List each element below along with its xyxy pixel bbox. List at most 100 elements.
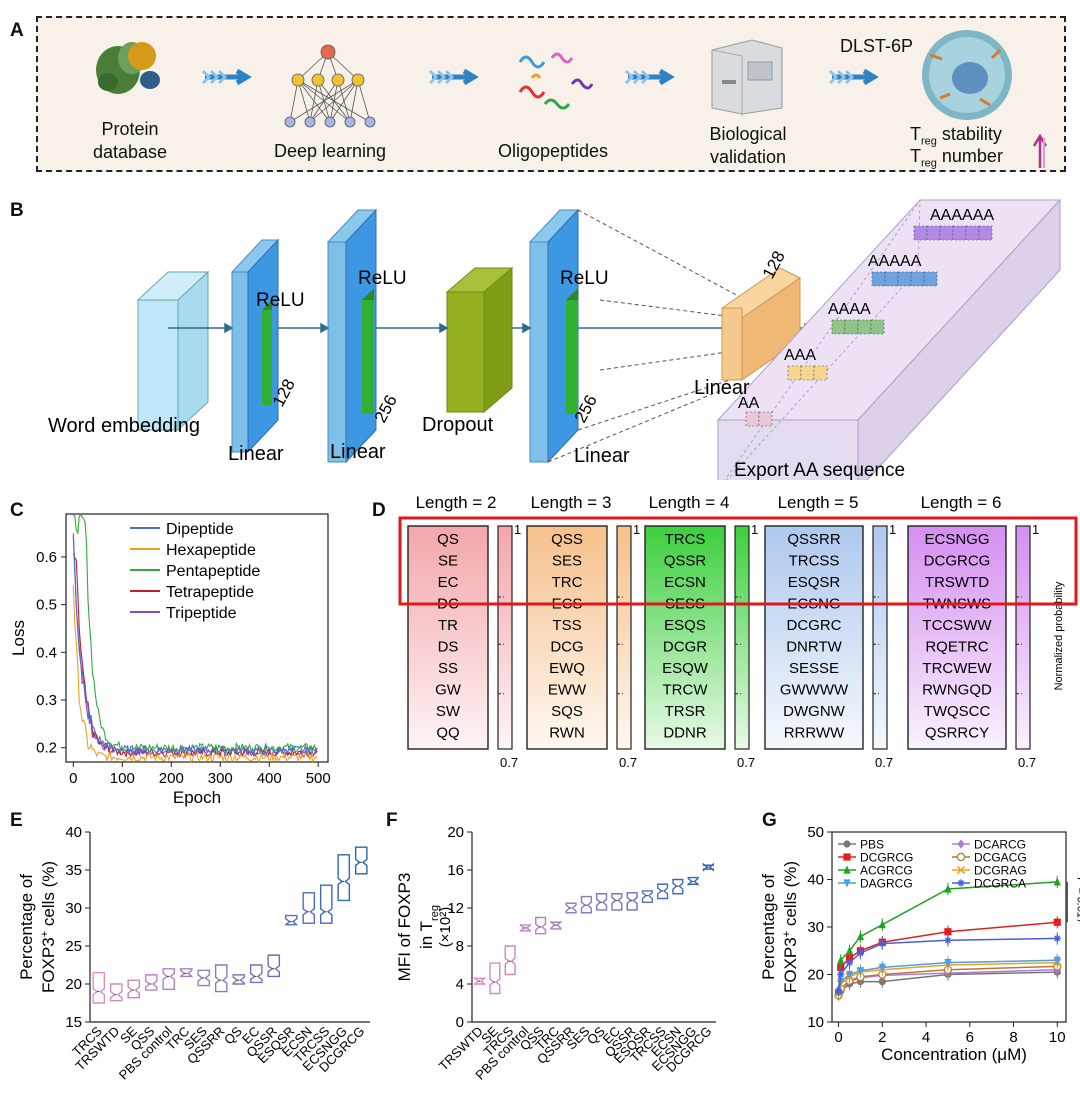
- data-point: [856, 949, 865, 957]
- box-TRCS: [504, 945, 516, 976]
- length-header: Length = 2: [416, 493, 497, 512]
- sequence-item: SS: [438, 660, 458, 677]
- data-point: [957, 839, 965, 849]
- x-axis-label: Concentration (μM): [881, 1045, 1027, 1064]
- box-TRCS: [92, 971, 106, 1004]
- y-tick-label: 20: [447, 824, 464, 841]
- legend-label: DCGACG: [974, 851, 1027, 865]
- box-PBS control: [162, 968, 176, 991]
- x-tick-label: 500: [306, 770, 331, 787]
- legend-label: Dipeptide: [166, 521, 234, 538]
- y-tick-label: 16: [447, 862, 464, 879]
- data-point: [1053, 877, 1061, 886]
- sequence-item: QS: [437, 531, 459, 548]
- scale-min-label: 0.7: [737, 755, 755, 770]
- y-tick-label: 50: [807, 824, 824, 841]
- panel-f-label: F: [386, 810, 398, 831]
- sequence-item: SQS: [551, 703, 583, 720]
- data-point: [944, 959, 952, 968]
- sequence-box: [907, 525, 1007, 750]
- x-tick-label: 6: [966, 1029, 974, 1046]
- y-axis-unit: (×10²): [437, 907, 454, 947]
- y-tick-label: 25: [65, 938, 82, 955]
- scale-min-label: 0.7: [1018, 755, 1036, 770]
- probability-tables: Length = 2QSSEECDCTRDSSSGWSWQQ10.7Length…: [398, 493, 1078, 770]
- box-SE: [489, 962, 501, 995]
- y-axis-label-line1: MFI of FOXP3: [395, 873, 414, 982]
- aa-label-6: AAAAAA: [930, 207, 994, 224]
- linear-label-4: Linear: [694, 377, 750, 399]
- x-tick-label: 8: [1009, 1029, 1017, 1046]
- sequence-item: SW: [436, 703, 461, 720]
- panel-d-label: D: [372, 500, 386, 521]
- sequence-item: TRCSS: [789, 553, 840, 570]
- sequence-item: DNRTW: [786, 639, 842, 656]
- scale-max-label: 1: [514, 522, 521, 537]
- y-axis-label: Loss: [9, 620, 28, 656]
- data-point: [837, 955, 845, 964]
- x-tick-label: 400: [257, 770, 282, 787]
- y-tick-label: 35: [65, 862, 82, 879]
- scale-min-label: 0.7: [619, 755, 637, 770]
- sequence-item: EC: [438, 574, 459, 591]
- relu-label-3: ReLU: [560, 268, 609, 289]
- y-tick-label: 40: [807, 872, 824, 889]
- dropout-label: Dropout: [422, 414, 494, 436]
- sequence-item: TCCSWW: [922, 617, 992, 634]
- flow-cytometer-icon: [711, 39, 783, 116]
- cell-icon: [922, 30, 1012, 120]
- x-tick-label: 0: [69, 770, 77, 787]
- legend-label: DCGRAG: [974, 864, 1027, 878]
- deep-learning-label: Deep learning: [273, 141, 387, 161]
- pipeline-graphics: [96, 30, 1048, 168]
- sequence-item: SES: [552, 553, 582, 570]
- scale-max-label: 1: [633, 522, 640, 537]
- embedding-block: [136, 270, 210, 432]
- data-point: [878, 963, 886, 972]
- linear-block-3: [528, 208, 580, 464]
- aa-label-3: AAA: [784, 347, 816, 364]
- data-point: [843, 879, 851, 888]
- data-point: [1053, 934, 1061, 942]
- sequence-item: GWWWW: [780, 682, 849, 699]
- probability-scale-bar: [616, 525, 632, 750]
- box-TRC: [550, 920, 562, 930]
- scale-max-label: 1: [1032, 522, 1039, 537]
- architecture-diagram: Word embedding Linear Linear Dropout Lin…: [48, 198, 1062, 480]
- protein-icon: [96, 42, 160, 94]
- box-QSSRR: [565, 902, 577, 914]
- data-point: [878, 920, 886, 929]
- data-point: [843, 853, 851, 861]
- sequence-item: ECSN: [664, 574, 706, 591]
- oligopeptides-label: Oligopeptides: [497, 141, 609, 161]
- x-tick-label: 4: [922, 1029, 930, 1046]
- data-point: [845, 959, 854, 967]
- output-prism: [716, 198, 1062, 480]
- probability-scale-bar: [734, 525, 750, 750]
- arrow-icon: [428, 68, 479, 86]
- box-TRSWTD: [109, 983, 123, 1002]
- box-TRSWTD: [474, 976, 486, 986]
- data-point: [956, 852, 966, 862]
- panel-c-label: C: [10, 500, 24, 521]
- sequence-item: TSS: [552, 617, 581, 634]
- y-tick-label: 0.4: [36, 644, 57, 661]
- data-point: [843, 865, 851, 874]
- sequence-item: RWN: [549, 725, 585, 742]
- treg-number-label: Treg number: [910, 146, 1003, 170]
- sequence-item: ECSNGG: [924, 531, 989, 548]
- data-point: [834, 987, 843, 995]
- scale-min-label: 0.7: [875, 755, 893, 770]
- length-header: Length = 5: [778, 493, 859, 512]
- biological-validation-label: Biological validation: [709, 124, 787, 167]
- linear-label-2: Linear: [330, 441, 386, 463]
- aa-label-5: AAAAA: [868, 253, 922, 270]
- y-tick-label: 4: [456, 976, 464, 993]
- box-ECSNGG: [687, 876, 699, 886]
- data-point: [944, 928, 952, 936]
- box-EC: [249, 964, 263, 984]
